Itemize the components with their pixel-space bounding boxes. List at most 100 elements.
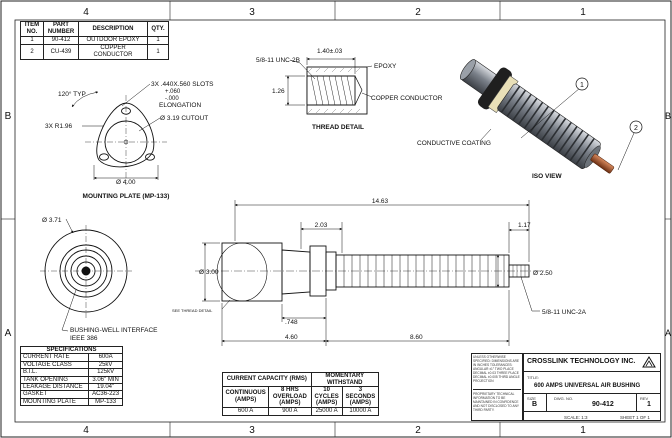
tb-scale-row: SCALE: 1:3 SHEET 1 OF 1 <box>524 412 660 422</box>
td-title: THREAD DETAIL <box>312 124 364 131</box>
zone-col-bot-3: 3 <box>249 425 255 436</box>
current-capacity-table: CURRENT CAPACITY (RMS) MOMENTARY WITHSTA… <box>221 371 380 416</box>
bom-cell: CU-439 <box>43 44 79 60</box>
rev-label: REV <box>640 396 649 401</box>
cap-value: 10000 A <box>341 406 380 416</box>
zone-row-left-a: A <box>5 328 12 339</box>
iso-balloon-1: 1 <box>580 82 584 89</box>
bom-cell: OUTDOOR EPOXY <box>78 36 148 45</box>
zone-row-right-a: A <box>665 328 671 338</box>
bom-row: 1 90-412 OUTDOOR EPOXY 1 <box>20 36 169 45</box>
rev-value: 1 <box>647 401 651 408</box>
sv-dia300-dim: Ø 3.00 <box>199 269 219 276</box>
zone-row-left-b: B <box>5 111 12 122</box>
fv-diameter-label: Ø 3.71 <box>42 217 62 224</box>
zone-col-bot-1: 1 <box>580 425 586 436</box>
sv-460-dim: 4.60 <box>285 334 298 341</box>
sv-748-dim: .748 <box>285 319 298 326</box>
bom-col-part: PART NUMBER <box>43 21 79 37</box>
iso-view <box>459 59 643 174</box>
cap-col-overload: 8 HRS OVERLOAD (AMPS) <box>268 386 312 408</box>
cap-value: 600 A <box>221 406 270 416</box>
cap-col-10cycles: 10 CYCLES (AMPS) <box>310 386 343 408</box>
proprietary-notice: PROPRIETARY TECHNICAL INFORMATION TO BE … <box>473 392 519 412</box>
size-label: SIZE <box>527 396 536 401</box>
dwg-label: DWG. NO. <box>554 396 574 401</box>
size-value: B <box>532 401 538 408</box>
bom-row: 2 CU-439 COPPER CONDUCTOR 1 <box>20 44 169 60</box>
zone-col-top-3: 3 <box>249 7 255 18</box>
spec-key: GASKET <box>19 390 90 399</box>
bom-col-item: ITEM NO. <box>20 21 44 37</box>
spec-row: B.I.L.125kV <box>19 368 123 377</box>
mp-radius-label: 3X R1.96 <box>45 123 72 130</box>
cap-momentary: MOMENTARY WITHSTAND <box>310 371 380 388</box>
mp-elongation: ELONGATION <box>159 102 201 109</box>
company-logo-icon <box>642 356 656 368</box>
spec-value: MP-133 <box>88 397 123 407</box>
mp-slots-label: 3X .440X.560 SLOTS <box>151 81 214 88</box>
bom-header-row: ITEM NO. PART NUMBER DESCRIPTION QTY. <box>20 21 169 37</box>
iso-balloon-1-circle <box>575 77 589 91</box>
fv-bushing-well-label: BUSHING-WELL INTERFACE <box>70 327 158 334</box>
spec-key: TANK OPENING <box>19 375 90 385</box>
sheet-label: SHEET 1 OF 1 <box>620 415 650 420</box>
spec-value: 19.04" <box>88 383 123 392</box>
spec-value: 25kV <box>88 360 123 370</box>
cap-col-continuous: CONTINUOUS (AMPS) <box>221 386 270 408</box>
cap-col-3seconds: 3 SECONDS (AMPS) <box>341 386 380 408</box>
cap-value: 25000 A <box>310 406 343 416</box>
bom-cell: 1 <box>147 36 169 45</box>
sv-dia250-dim: Ø 2.50 <box>533 270 553 277</box>
mp-title: MOUNTING PLATE (MP-133) <box>83 193 170 200</box>
bom-cell: 90-412 <box>43 36 79 45</box>
thread-detail-view <box>285 57 373 115</box>
td-length-label: 1.40±.03 <box>317 48 343 55</box>
spec-key: VOLTAGE CLASS <box>19 360 90 370</box>
iso-title: ISO VIEW <box>532 173 562 180</box>
sv-thread-label: 5/8-11 UNC-2A <box>542 309 587 316</box>
mp-diameter-label: Ø 4.00 <box>116 179 136 186</box>
bom-cell: COPPER CONDUCTOR <box>78 44 148 60</box>
side-view <box>195 200 545 346</box>
zone-row-right-b: B <box>665 111 671 121</box>
sv-117-dim: 1.17 <box>518 222 531 229</box>
td-conductor-label: COPPER CONDUCTOR <box>371 95 443 102</box>
mounting-plate-view <box>71 83 167 185</box>
fv-standard-label: IEEE 386 <box>70 335 98 342</box>
tb-number-row: SIZE B DWG. NO. 90-412 REV 1 <box>524 394 660 412</box>
title-block-notes: UNLESS OTHERWISE SPECIFIED: DIMENSIONS A… <box>471 353 523 421</box>
tb-divider <box>546 394 547 412</box>
front-view <box>40 218 132 332</box>
bom-table: ITEM NO. PART NUMBER DESCRIPTION QTY. 1 … <box>20 21 169 60</box>
scale-label: SCALE: 1:3 <box>564 415 588 420</box>
td-epoxy-label: EPOXY <box>374 63 397 70</box>
dwg-number: 90-412 <box>592 401 614 408</box>
spec-value: AC36-223 <box>88 390 123 399</box>
cap-value: 900 A <box>268 406 312 416</box>
sv-see-detail: SEE THREAD DETAIL <box>172 308 213 313</box>
mp-cutout-label: Ø 3.19 CUTOUT <box>160 115 208 122</box>
tb-title-row: TITLE: 600 AMPS UNIVERSAL AIR BUSHING <box>524 372 660 394</box>
sv-overall-dim: 14.63 <box>372 198 389 205</box>
inner-border <box>14 19 666 423</box>
bom-cell: 1 <box>20 36 44 45</box>
tb-divider <box>636 394 637 412</box>
cap-title: CURRENT CAPACITY (RMS) <box>222 371 312 388</box>
bom-cell: 1 <box>147 44 169 60</box>
mp-tol-minus: -.000 <box>165 96 179 102</box>
bom-col-qty: QTY. <box>147 21 169 37</box>
zone-col-top-1: 1 <box>580 7 586 18</box>
sv-860-dim: 8.60 <box>410 334 423 341</box>
spec-key: LEAKAGE DISTANCE <box>19 383 90 392</box>
mp-tol-plus: +.060 <box>165 89 181 95</box>
tb-company-row: CROSSLINK TECHNOLOGY INC. <box>524 354 660 372</box>
zone-col-top-4: 4 <box>83 7 89 18</box>
